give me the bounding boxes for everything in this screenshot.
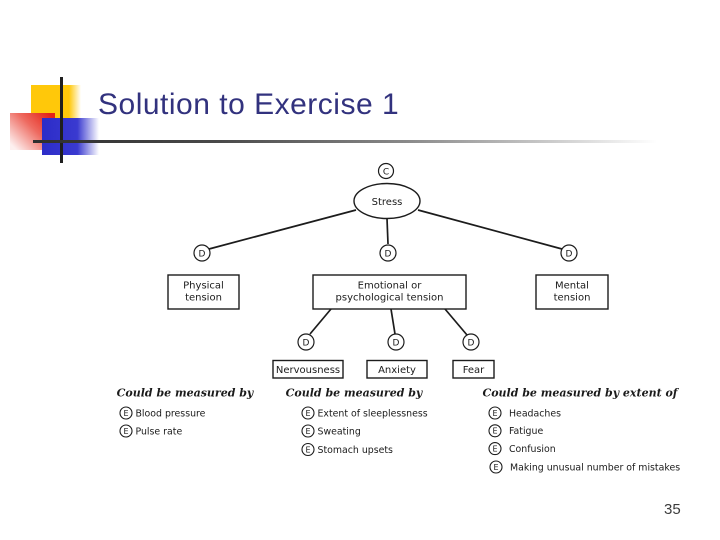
- measure-group-mental: Could be measured by extent of E Headach…: [482, 387, 680, 474]
- connector-line: [444, 308, 468, 336]
- grade-letter: E: [493, 463, 498, 472]
- measure-group-emotional: Could be measured by E Extent of sleeple…: [286, 387, 428, 457]
- connector-line: [309, 308, 332, 335]
- level2-grade-badge: D: [462, 333, 480, 351]
- node-label: Anxiety: [378, 365, 416, 376]
- level1-grade-badge: D: [379, 244, 397, 262]
- grade-letter: E: [123, 427, 128, 436]
- node-nervousness: Nervousness: [272, 359, 344, 379]
- measure-group-header: Could be measured by: [286, 387, 424, 400]
- measure-item-label: Stomach upsets: [318, 445, 394, 456]
- node-label: Nervousness: [276, 365, 340, 376]
- connector-line: [417, 209, 563, 250]
- node-mental-tension: Mental tension: [535, 274, 609, 310]
- ellipse-shape: [353, 182, 421, 220]
- grade-letter: D: [566, 249, 573, 259]
- grade-circle: [301, 442, 315, 457]
- node-label: Fear: [463, 365, 485, 376]
- root-node-stress: Stress: [353, 182, 421, 220]
- level1-grade-badge: D: [193, 244, 211, 262]
- node-emotional-psychological-tension: Emotional or psychological tension: [312, 274, 467, 310]
- connector-line: [390, 308, 396, 335]
- box-shape: [167, 274, 240, 310]
- grade-circle: [301, 424, 315, 438]
- box-shape: [272, 359, 344, 379]
- grade-letter: E: [305, 409, 310, 418]
- grade-circle: [377, 162, 395, 180]
- grade-circle: [379, 244, 397, 262]
- box-shape: [452, 359, 495, 379]
- grade-letter: C: [383, 167, 389, 177]
- node-label-line2: psychological tension: [336, 293, 444, 304]
- measure-item-label: Headaches: [509, 408, 561, 419]
- logo-vertical-line: [60, 77, 63, 163]
- grade-letter: E: [492, 427, 497, 436]
- grade-circle: [301, 406, 315, 420]
- grade-circle: [488, 406, 502, 420]
- title-underline: [33, 140, 657, 143]
- grade-letter: D: [468, 338, 475, 348]
- node-label-line1: Mental: [555, 281, 589, 292]
- node-label-line2: tension: [185, 293, 222, 304]
- node-fear: Fear: [452, 359, 495, 379]
- grade-circle: [489, 460, 503, 474]
- grade-letter: D: [199, 249, 206, 259]
- measure-group-physical: Could be measured by E Blood pressure E …: [117, 387, 255, 438]
- level2-grade-badge: D: [297, 333, 315, 351]
- level1-grade-badge: D: [560, 244, 578, 262]
- measure-item-label: Fatigue: [509, 426, 543, 437]
- box-shape: [312, 274, 467, 310]
- measure-item-label: Pulse rate: [136, 426, 183, 437]
- grade-letter: D: [393, 338, 400, 348]
- grade-letter: E: [305, 427, 310, 436]
- root-node-label: Stress: [372, 197, 403, 208]
- node-physical-tension: Physical tension: [167, 274, 240, 310]
- node-label-line2: tension: [554, 293, 591, 304]
- grade-circle: [119, 424, 133, 438]
- connector-line: [208, 209, 357, 250]
- grade-letter: E: [492, 409, 497, 418]
- logo-blue-square: [42, 118, 99, 155]
- measure-item-label: Confusion: [509, 444, 556, 455]
- node-label-line1: Emotional or: [358, 281, 423, 292]
- measure-item-label: Extent of sleeplessness: [318, 408, 428, 419]
- box-shape: [366, 359, 428, 379]
- node-label-line1: Physical: [183, 281, 224, 292]
- box-shape: [535, 274, 609, 310]
- level2-grade-badge: D: [387, 333, 405, 351]
- grade-letter: E: [305, 445, 310, 454]
- measure-group-header: Could be measured by extent of: [482, 387, 679, 400]
- measure-item-label: Blood pressure: [136, 408, 206, 419]
- connector-line: [386, 218, 389, 245]
- root-grade-badge: C: [377, 162, 395, 180]
- slide-title: Solution to Exercise 1: [98, 88, 400, 121]
- node-anxiety: Anxiety: [366, 359, 428, 379]
- grade-circle: [297, 333, 315, 351]
- measure-item-label: Making unusual number of mistakes: [510, 462, 680, 473]
- grade-circle: [119, 406, 133, 420]
- grade-letter: D: [303, 338, 310, 348]
- grade-circle: [462, 333, 480, 351]
- grade-circle: [488, 424, 502, 438]
- grade-circle: [560, 244, 578, 262]
- grade-letter: D: [385, 249, 392, 259]
- grade-circle: [488, 442, 502, 456]
- grade-circle: [387, 333, 405, 351]
- grade-letter: E: [492, 444, 497, 453]
- measure-item-label: Sweating: [318, 426, 361, 437]
- page-number: 35: [664, 501, 681, 518]
- grade-letter: E: [123, 409, 128, 418]
- measure-group-header: Could be measured by: [117, 387, 255, 400]
- grade-circle: [193, 244, 211, 262]
